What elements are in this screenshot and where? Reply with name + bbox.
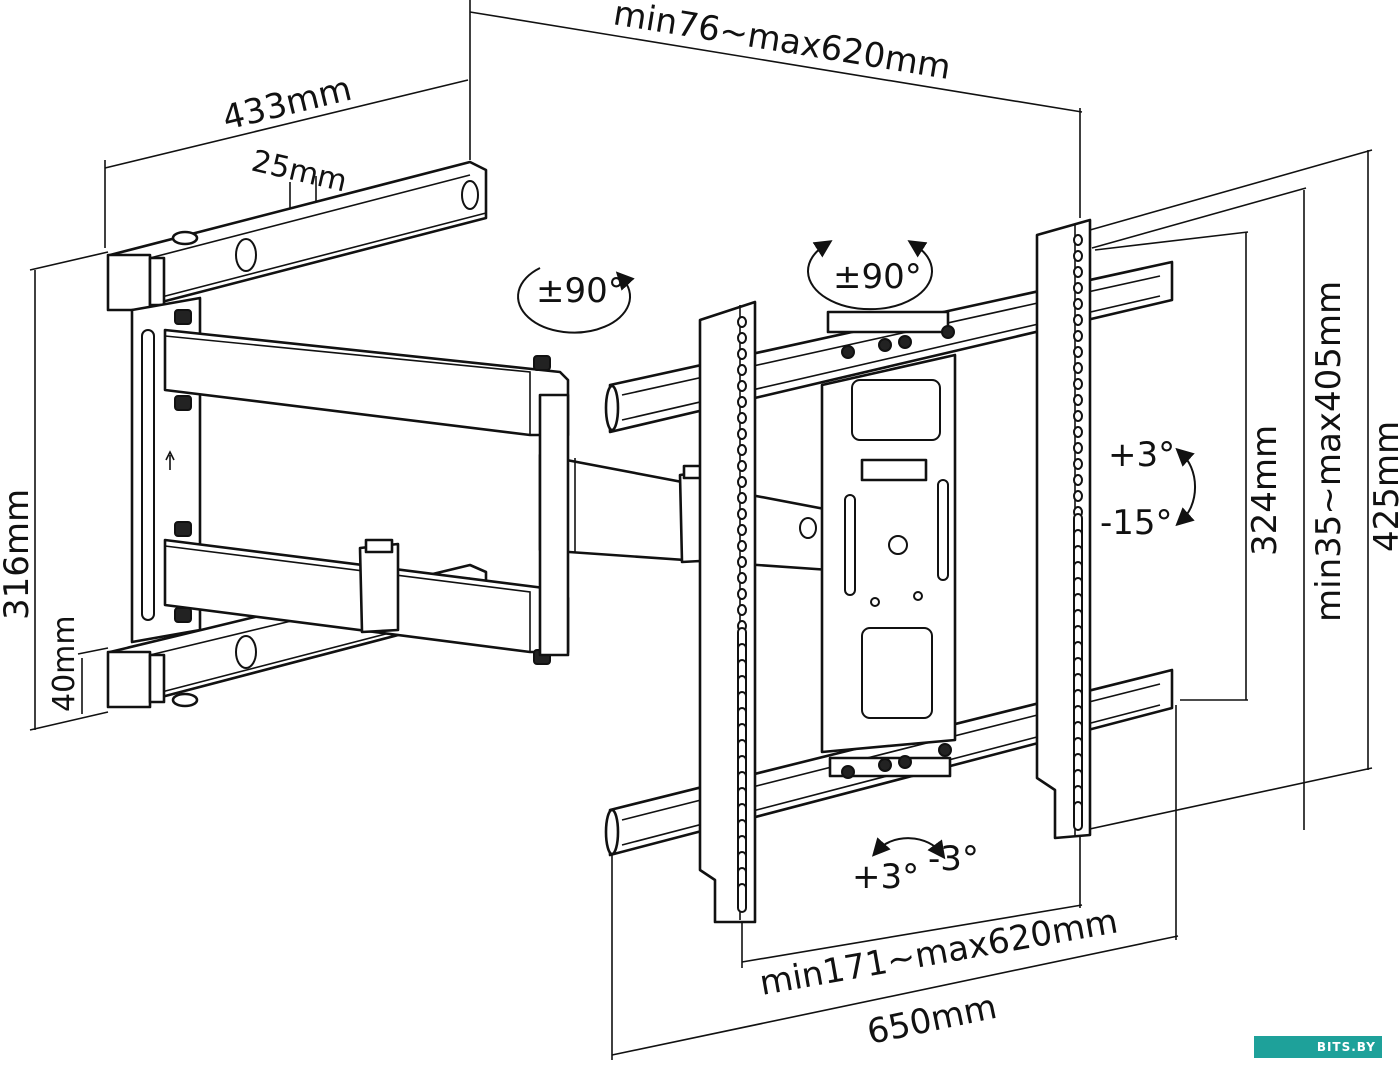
- bracket-hole: [1073, 474, 1083, 486]
- label-tilt-down: -15°: [1100, 503, 1173, 543]
- label-level-plus: +3°: [852, 857, 919, 897]
- label-level-minus: -3°: [928, 839, 979, 879]
- rotation-arrows: [517, 240, 1196, 860]
- bracket-hole: [1073, 442, 1083, 454]
- bracket-hole: [1073, 362, 1083, 374]
- bracket-hole: [1073, 490, 1083, 502]
- bracket-hole: [1073, 330, 1083, 342]
- bracket-hole: [737, 364, 747, 376]
- bracket-hole: [737, 380, 747, 392]
- bracket-hole: [737, 492, 747, 504]
- right-bracket-holes: [1073, 234, 1083, 831]
- bracket-slot: [1073, 801, 1083, 831]
- bracket-hole: [1073, 426, 1083, 438]
- swing-arms: [163, 309, 832, 665]
- bracket-hole: [737, 460, 747, 472]
- bracket-hole: [1073, 234, 1083, 246]
- bracket-hole: [737, 572, 747, 584]
- bracket-hole: [1073, 314, 1083, 326]
- bracket-hole: [737, 316, 747, 328]
- bracket-hole: [737, 540, 747, 552]
- bracket-hole: [737, 348, 747, 360]
- bracket-hole: [1073, 298, 1083, 310]
- left-bracket-holes: [737, 316, 747, 913]
- label-rail-width: 25mm: [248, 144, 350, 200]
- label-tilt-up: +3°: [1108, 435, 1175, 475]
- label-vertical-range: min35~max405mm: [1309, 281, 1349, 622]
- bracket-hole: [737, 604, 747, 616]
- bracket-hole: [1073, 266, 1083, 278]
- bracket-hole: [737, 412, 747, 424]
- bracket-hole: [1073, 458, 1083, 470]
- bracket-hole: [737, 508, 747, 520]
- label-plate-height: 316mm: [0, 489, 37, 620]
- bracket-hole: [737, 332, 747, 344]
- bracket-hole: [1073, 282, 1083, 294]
- bracket-hole: [1073, 394, 1083, 406]
- label-total-height: 425mm: [1367, 421, 1400, 552]
- bracket-hole: [737, 476, 747, 488]
- label-swivel-left: ±90°: [536, 271, 625, 311]
- label-vesa-height: 324mm: [1245, 425, 1285, 556]
- bracket-hole: [737, 556, 747, 568]
- tv-plate: [604, 218, 1174, 924]
- watermark-badge: BITS.BY: [1254, 1036, 1382, 1058]
- bracket-hole: [1073, 346, 1083, 358]
- bracket-hole: [737, 428, 747, 440]
- bracket-hole: [737, 524, 747, 536]
- bracket-hole: [1073, 250, 1083, 262]
- bracket-slot: [737, 883, 747, 913]
- label-bottom-offset: 40mm: [47, 615, 82, 712]
- label-swivel-right: ±90°: [833, 257, 922, 297]
- label-total-width: 650mm: [864, 987, 1001, 1053]
- bracket-hole: [737, 444, 747, 456]
- dimension-lines: [29, 0, 1373, 1060]
- bracket-hole: [737, 396, 747, 408]
- bracket-hole: [1073, 378, 1083, 390]
- bracket-hole: [737, 588, 747, 600]
- bracket-hole: [1073, 410, 1083, 422]
- label-wall-plate-width: 433mm: [219, 69, 356, 139]
- label-vesa-width: min171~max620mm: [757, 901, 1121, 1003]
